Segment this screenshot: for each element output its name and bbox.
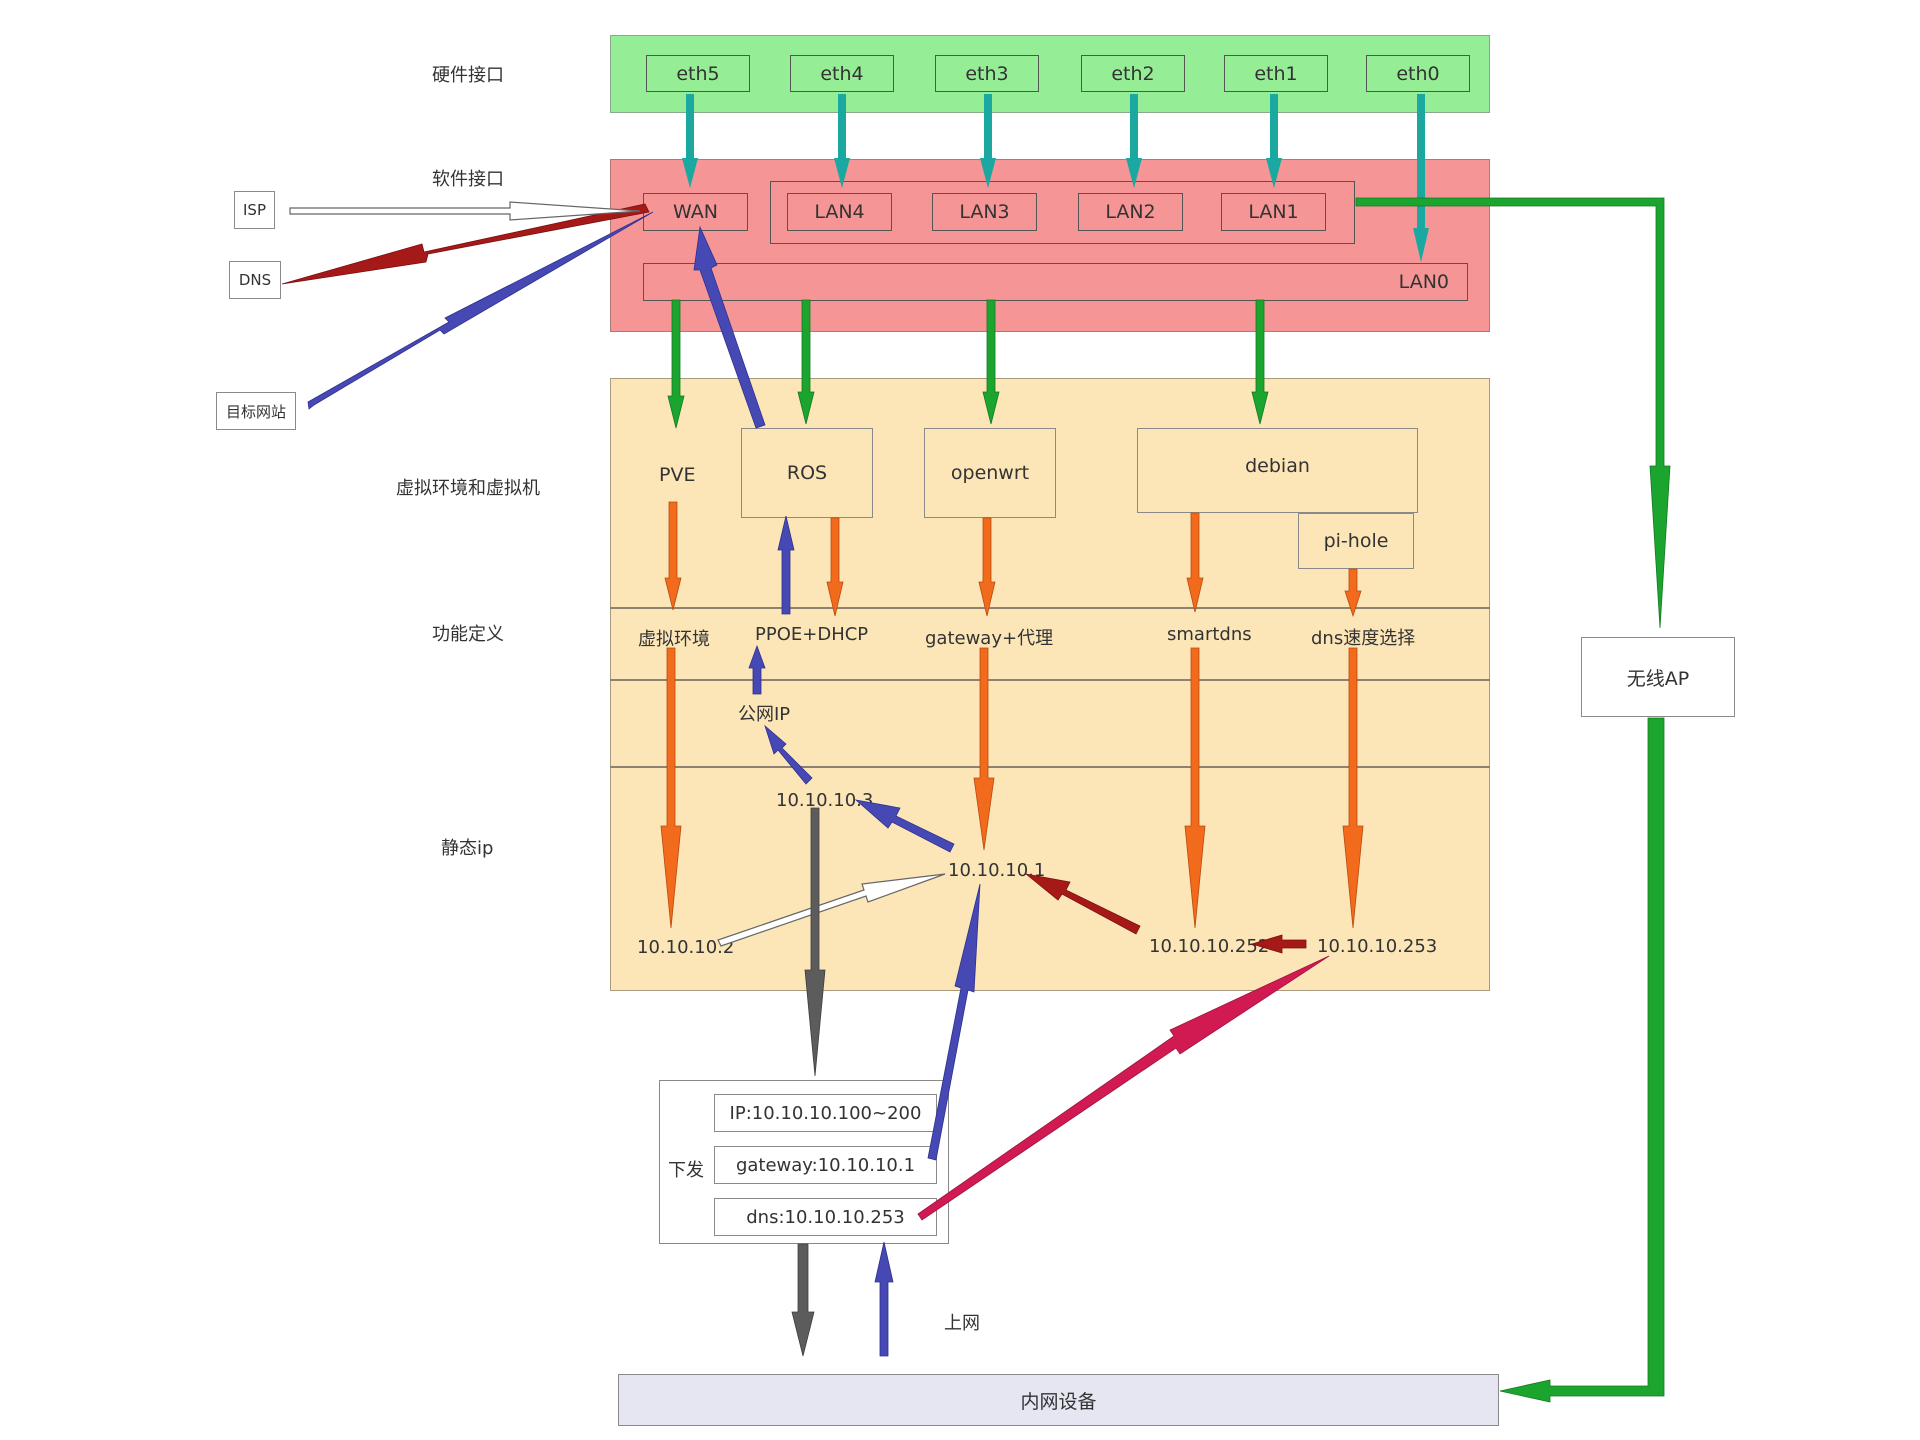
target-site-box: 目标网站 xyxy=(216,392,296,430)
ip-pihole: 10.10.10.253 xyxy=(1317,936,1438,957)
hw-port-eth4: eth4 xyxy=(790,55,894,92)
lan-group-frame xyxy=(770,181,1355,244)
sw-port-lan0: LAN0 xyxy=(643,263,1468,301)
arrow-dhcp-to-lan-devices xyxy=(791,1243,815,1357)
static-ip-row-divider xyxy=(610,766,1490,768)
dhcp-ip-range: IP:10.10.10.100~200 xyxy=(714,1094,937,1132)
sw-port-lan0-label: LAN0 xyxy=(1398,271,1449,293)
vm-debian-box: debian xyxy=(1137,428,1418,513)
arrow-lan-devices-up xyxy=(874,1241,894,1357)
row-label-software: 软件接口 xyxy=(432,169,504,190)
ip-openwrt: 10.10.10.1 xyxy=(948,860,1046,881)
ip-smartdns: 10.10.10.252 xyxy=(1149,936,1270,957)
vm-debian-label: debian xyxy=(1245,455,1310,477)
function-ppoe-dhcp: PPOE+DHCP xyxy=(755,624,869,645)
hw-port-eth1: eth1 xyxy=(1224,55,1328,92)
wireless-ap-box: 无线AP xyxy=(1581,637,1735,717)
lan-devices-bar: 内网设备 xyxy=(618,1374,1499,1426)
sw-port-lan3: LAN3 xyxy=(932,193,1037,231)
hw-port-eth3: eth3 xyxy=(935,55,1039,92)
hw-port-eth2: eth2 xyxy=(1081,55,1185,92)
internet-label: 上网 xyxy=(944,1313,980,1334)
dns-box: DNS xyxy=(229,261,281,299)
vm-openwrt-box: openwrt xyxy=(924,428,1056,518)
row-label-vm: 虚拟环境和虚拟机 xyxy=(396,478,540,499)
vm-pve-label: PVE xyxy=(659,464,696,486)
function-dns-speed: dns速度选择 xyxy=(1311,628,1416,649)
arrow-wireless-ap-to-lan-devices xyxy=(1499,717,1665,1403)
function-smartdns: smartdns xyxy=(1167,624,1252,645)
public-ip-row-divider xyxy=(610,679,1490,681)
function-row-divider xyxy=(610,607,1490,609)
dhcp-gateway: gateway:10.10.10.1 xyxy=(714,1146,937,1184)
row-label-function: 功能定义 xyxy=(432,624,504,645)
arrow-isp-to-wan xyxy=(289,201,641,221)
dhcp-dns: dns:10.10.10.253 xyxy=(714,1198,937,1236)
sw-port-lan2: LAN2 xyxy=(1078,193,1183,231)
arrow-wan-to-dns xyxy=(281,203,650,285)
dhcp-push-label: 下发 xyxy=(668,1160,704,1181)
arrow-dhcp-dns-to-pihole-ip xyxy=(917,955,1330,1221)
hw-port-eth5: eth5 xyxy=(646,55,750,92)
ip-pve: 10.10.10.2 xyxy=(637,937,735,958)
vm-ros-box: ROS xyxy=(741,428,873,518)
sw-port-lan1: LAN1 xyxy=(1221,193,1326,231)
hardware-panel xyxy=(610,35,1490,113)
function-gateway-proxy: gateway+代理 xyxy=(925,628,1054,649)
ip-ros: 10.10.10.3 xyxy=(776,790,874,811)
arrow-wan-to-target-site xyxy=(307,211,654,410)
public-ip-label: 公网IP xyxy=(738,704,791,725)
hw-port-eth0: eth0 xyxy=(1366,55,1470,92)
function-virt: 虚拟环境 xyxy=(638,629,710,650)
sw-port-wan: WAN xyxy=(643,193,748,231)
row-label-hardware: 硬件接口 xyxy=(432,65,504,86)
isp-box: ISP xyxy=(234,191,275,229)
row-label-static-ip: 静态ip xyxy=(441,838,494,859)
sw-port-lan4: LAN4 xyxy=(787,193,892,231)
vm-pihole-box: pi-hole xyxy=(1298,513,1414,569)
